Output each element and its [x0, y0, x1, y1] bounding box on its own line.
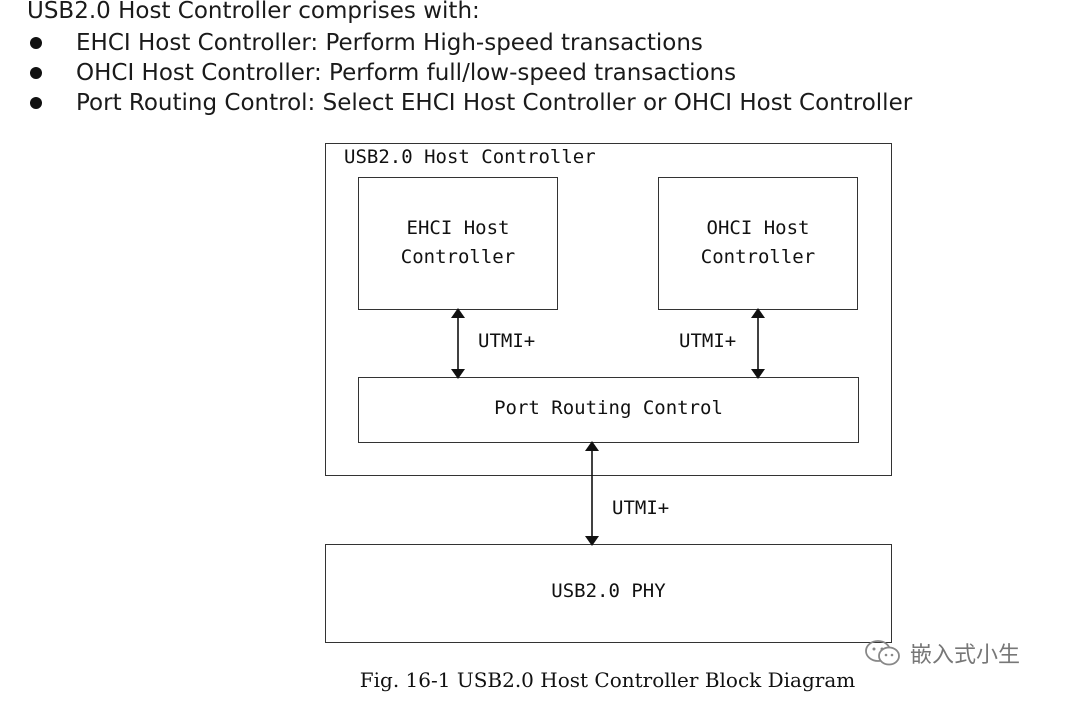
list-item: EHCI Host Controller: Perform High-speed…: [27, 28, 912, 58]
bullet-text: EHCI Host Controller: Perform High-speed…: [76, 30, 703, 56]
intro-text: USB2.0 Host Controller comprises with:: [27, 0, 480, 24]
ehci-label: EHCI Host Controller: [400, 217, 516, 268]
bullet-icon: [30, 37, 42, 49]
list-item: OHCI Host Controller: Perform full/low-s…: [27, 58, 912, 88]
phy-box: [325, 544, 892, 643]
ohci-box: [658, 177, 858, 310]
list-item: Port Routing Control: Select EHCI Host C…: [27, 88, 912, 118]
utmi-left-label: UTMI+: [478, 330, 536, 352]
figure-caption: Fig. 16-1 USB2.0 Host Controller Block D…: [359, 668, 856, 692]
port-routing-label: Port Routing Control: [494, 397, 723, 419]
wechat-icon: [865, 640, 900, 666]
port-routing-box: [358, 377, 859, 443]
bullet-text: Port Routing Control: Select EHCI Host C…: [76, 90, 913, 116]
bullet-text: OHCI Host Controller: Perform full/low-s…: [76, 60, 737, 86]
phy-label: USB2.0 PHY: [551, 580, 666, 602]
utmi-bottom-label: UTMI+: [612, 497, 670, 519]
host-controller-label: USB2.0 Host Controller: [344, 146, 596, 168]
watermark: 嵌入式小生: [864, 636, 1020, 670]
ohci-label: OHCI Host Controller: [700, 217, 816, 268]
bullet-icon: [30, 67, 42, 79]
feature-list: EHCI Host Controller: Perform High-speed…: [27, 28, 912, 118]
ehci-box: [358, 177, 558, 310]
watermark-text: 嵌入式小生: [910, 643, 1021, 668]
utmi-right-label: UTMI+: [679, 330, 737, 352]
bullet-icon: [30, 97, 42, 109]
